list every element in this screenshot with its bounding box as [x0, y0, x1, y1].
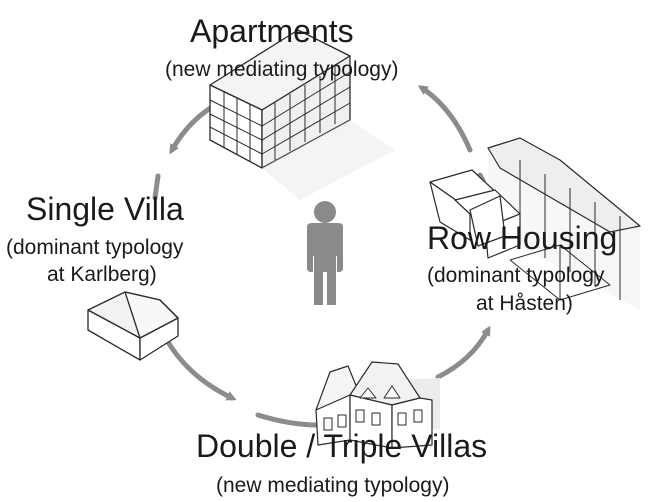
double-triple-villas-title: Double / Triple Villas: [196, 428, 488, 464]
single-villa-subtitle-line2: at Karlberg): [47, 263, 157, 286]
single-villa-subtitle-line1: (dominant typology: [6, 236, 184, 259]
arrow-apartments-to-single-villa: [169, 104, 215, 155]
double-triple-villas-subtitle: (new mediating typology): [216, 474, 450, 497]
apartments-title: Apartments: [190, 13, 354, 49]
arrow-double-villas-to-row-housing: [435, 325, 491, 380]
person-icon: [307, 201, 343, 305]
row-housing-subtitle-line1: (dominant typology: [427, 264, 605, 287]
arrow-single-villa-segment: [152, 173, 161, 201]
single-villa-title: Single Villa: [26, 191, 184, 227]
single-villa-building-icon: [87, 291, 179, 361]
row-housing-title: Row Housing: [427, 220, 618, 256]
apartments-building-icon: [209, 29, 395, 200]
arrow-double-villas-segment: [255, 412, 321, 428]
arrow-single-villa-to-double-villas: [165, 339, 237, 401]
row-housing-subtitle-line2: at Håsten): [476, 292, 573, 315]
double-triple-villas-building-icon: [315, 361, 440, 449]
apartments-subtitle: (new mediating typology): [165, 58, 399, 81]
arrow-row-housing-to-apartments: [417, 85, 473, 153]
row-housing-building-icon: [429, 137, 641, 310]
